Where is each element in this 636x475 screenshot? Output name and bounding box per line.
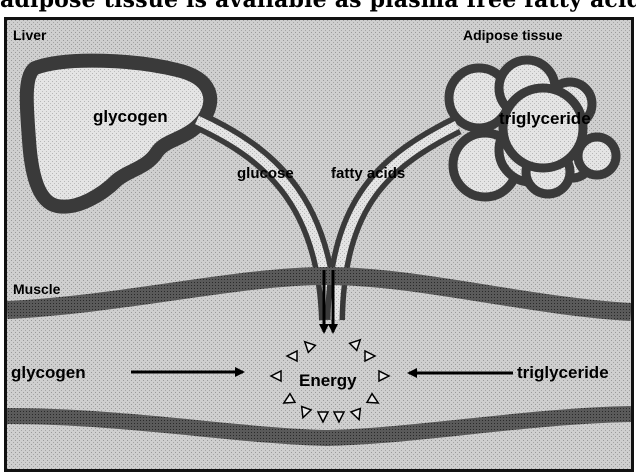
muscle-label: Muscle [13, 281, 61, 297]
muscle-triglyceride-label: triglyceride [517, 363, 609, 382]
muscle-glycogen-label: glycogen [11, 363, 86, 382]
energy-sources-diagram: Liver Adipose tissue glycogen triglyceri… [7, 20, 631, 469]
adipose-triglyceride-label: triglyceride [499, 109, 591, 128]
diagram-frame: Liver Adipose tissue glycogen triglyceri… [4, 17, 634, 472]
figure-caption: adipose tissue is available as plasma fr… [0, 0, 636, 13]
adipose-tissue-label: Adipose tissue [463, 27, 563, 43]
energy-label: Energy [299, 371, 357, 390]
liver-label: Liver [13, 27, 47, 43]
glucose-label: glucose [237, 165, 294, 182]
liver-glycogen-label: glycogen [93, 107, 168, 126]
fatty-acids-label: fatty acids [331, 165, 405, 182]
